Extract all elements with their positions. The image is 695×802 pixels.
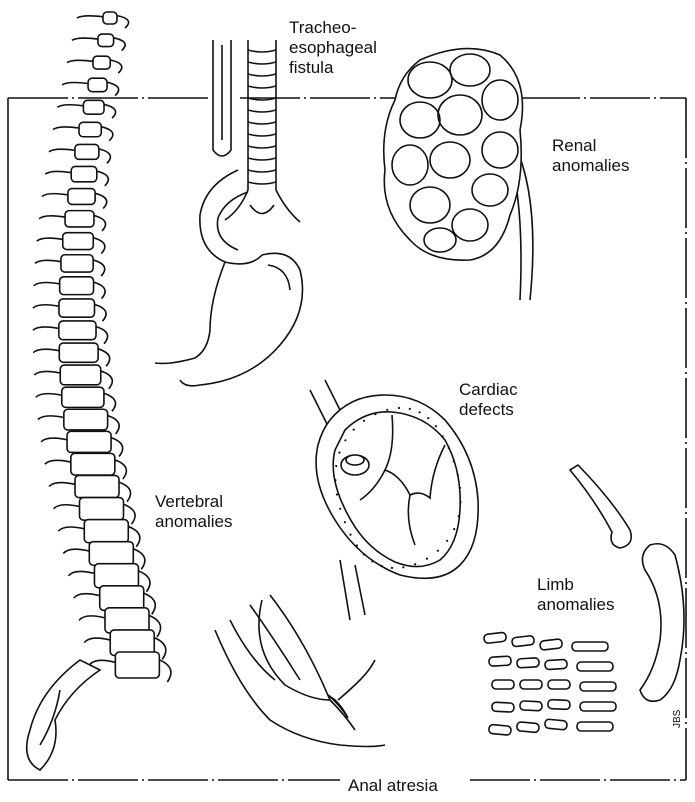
vertebra	[72, 34, 125, 50]
label-cardiac-defects: Cardiac defects	[459, 380, 518, 419]
phalanx	[548, 699, 570, 709]
vertebra	[33, 321, 108, 344]
phalanx	[545, 719, 568, 730]
vertebra	[62, 78, 119, 95]
renal-cyst	[392, 145, 428, 185]
phalanx	[540, 639, 563, 650]
limb-anomalies-illustration	[484, 465, 684, 735]
label-anal-atresia: Anal atresia	[348, 776, 438, 795]
renal-cyst	[452, 209, 488, 241]
label-limb-anomalies: Limb anomalies	[537, 575, 615, 614]
vertebra	[57, 100, 115, 118]
label-tracheoesophageal-fistula: Tracheo- esophageal fistula	[289, 18, 377, 77]
renal-cyst	[482, 132, 518, 168]
vertebra	[35, 255, 105, 276]
label-renal-anomalies: Renal anomalies	[552, 136, 630, 175]
renal-cyst	[450, 54, 490, 86]
vertebra	[36, 387, 116, 411]
renal-anomalies-illustration	[384, 49, 533, 300]
artist-signature: JBS	[672, 709, 683, 728]
frame-border	[8, 98, 686, 780]
label-vertebral-anomalies: Vertebral anomalies	[155, 492, 233, 531]
vertebra	[53, 122, 113, 140]
renal-cyst	[482, 80, 518, 120]
vertebra	[45, 166, 108, 185]
metacarpal	[577, 662, 613, 671]
metacarpal	[580, 682, 616, 691]
phalanx	[517, 722, 540, 733]
vertebral-column-illustration	[27, 12, 171, 770]
vertebra	[41, 431, 123, 456]
vertebra	[42, 189, 107, 209]
phalanx	[517, 658, 539, 668]
tracheoesophageal-fistula-illustration	[155, 40, 303, 386]
vertebra	[67, 56, 122, 73]
phalanx	[489, 724, 512, 735]
phalanx	[484, 632, 507, 643]
vertebra	[79, 608, 161, 637]
phalanx	[492, 680, 514, 689]
vertebra	[49, 475, 131, 501]
vertebra	[34, 365, 112, 389]
renal-cyst	[472, 174, 508, 206]
vertebra	[68, 564, 150, 592]
phalanx	[492, 702, 514, 712]
phalanx	[545, 659, 567, 669]
renal-cyst	[410, 187, 450, 223]
phalanx	[548, 680, 570, 689]
renal-cyst	[408, 62, 452, 98]
vertebra	[74, 586, 156, 615]
renal-cyst	[400, 102, 440, 138]
phalanx	[512, 635, 535, 646]
anal-atresia-illustration	[215, 595, 385, 747]
vertebra	[54, 498, 136, 525]
metacarpal	[577, 722, 613, 731]
cardiac-defects-illustration	[310, 380, 478, 620]
phalanx	[520, 680, 542, 689]
vertebra	[77, 12, 129, 28]
renal-cyst	[438, 95, 482, 135]
renal-cyst	[424, 228, 456, 252]
vertebra	[49, 144, 111, 163]
vertebra	[58, 520, 140, 547]
vertebra	[37, 233, 105, 254]
phalanx	[520, 701, 542, 711]
vertebra	[34, 277, 105, 299]
vertebra	[89, 652, 171, 682]
vertebra	[33, 343, 109, 366]
vertebra	[33, 299, 106, 321]
vertebra	[38, 409, 119, 434]
renal-cyst	[430, 142, 470, 178]
metacarpal	[572, 642, 608, 651]
sacrum	[27, 660, 100, 770]
phalanx	[489, 656, 511, 666]
vertebra	[39, 211, 105, 231]
metacarpal	[580, 702, 616, 711]
